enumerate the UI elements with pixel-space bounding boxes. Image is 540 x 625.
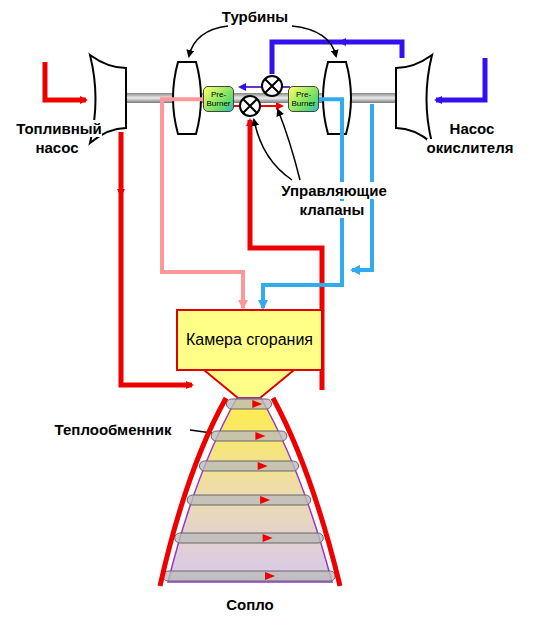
part-label: Теплообменник — [38, 421, 188, 440]
flow-connector — [162, 99, 243, 308]
flow-arrow — [265, 572, 275, 580]
flow-arrow — [252, 400, 262, 408]
part-label: Сопло — [195, 596, 305, 615]
cooling-band — [199, 461, 298, 471]
flow-arrow — [255, 432, 265, 440]
part-label: Турбины — [195, 8, 315, 27]
label-text: Теплообменник — [53, 421, 174, 438]
label-text: Насос окислителя — [427, 120, 516, 156]
node-text: Pre-Burner — [205, 90, 232, 108]
cooling-band — [175, 533, 324, 543]
oxidizer-inlet — [436, 58, 485, 100]
chamber-throat — [204, 370, 294, 398]
fuel-arrow — [119, 180, 123, 195]
control-valve — [240, 96, 260, 116]
flow-arrow — [263, 534, 273, 542]
flow-arrow — [260, 496, 270, 504]
combustion-chamber: Камера сгорания — [176, 309, 323, 371]
label-text: Турбины — [220, 8, 290, 25]
oxidizer-feed — [240, 86, 262, 88]
leader-line — [292, 26, 336, 56]
control-valve — [262, 76, 282, 96]
leader-line — [254, 120, 292, 180]
leader-line — [278, 110, 300, 180]
label-text: Топливный насос — [14, 120, 102, 156]
part-label: Насос окислителя — [404, 120, 538, 158]
preburner-box: Pre-Burner — [288, 86, 319, 112]
node-text: Pre-Burner — [290, 90, 317, 108]
label-text: Сопло — [224, 596, 276, 613]
nozzle — [168, 398, 332, 582]
cooling-band — [211, 431, 287, 441]
nozzle-wall — [273, 398, 340, 586]
preburner-box: Pre-Burner — [203, 86, 234, 112]
cooling-band — [226, 399, 271, 409]
flow-arrow — [258, 462, 268, 470]
label-text: Управляющие клапаны — [279, 182, 387, 218]
leader-line — [189, 26, 228, 56]
cooling-band — [163, 571, 335, 581]
fuel-feed — [260, 105, 282, 107]
oxidizer-arrow — [340, 40, 352, 44]
node-text: Камера сгорания — [186, 330, 313, 349]
oxidizer-pump — [396, 55, 432, 143]
cooling-band — [187, 495, 310, 505]
part-label: Управляющие клапаны — [262, 182, 404, 220]
part-label: Топливный насос — [2, 120, 114, 158]
fuel-inlet — [45, 62, 86, 100]
